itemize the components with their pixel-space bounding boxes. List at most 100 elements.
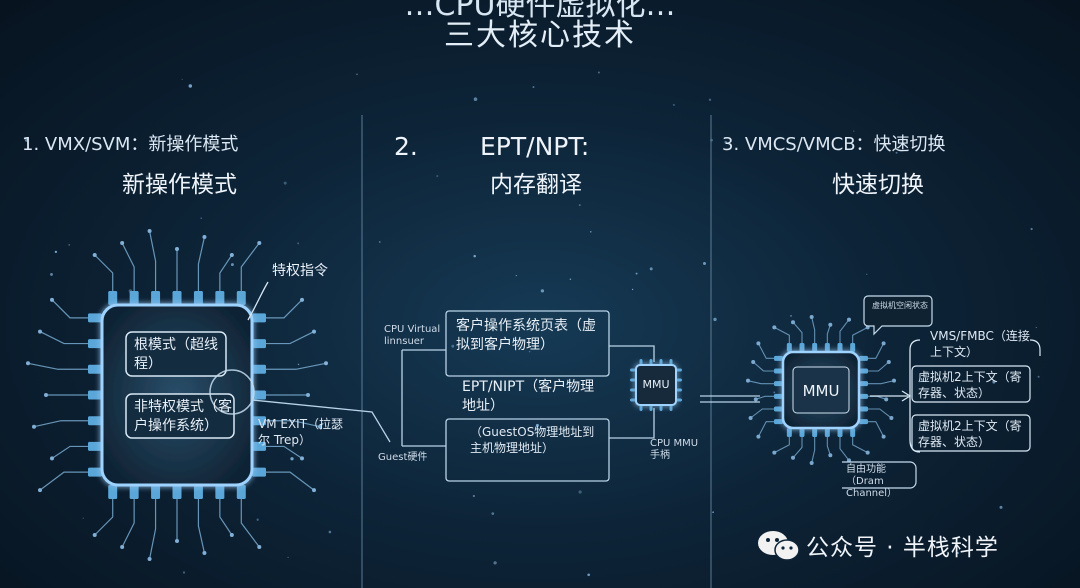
- chip-pin: [786, 343, 792, 352]
- circuit-trace: [755, 395, 774, 400]
- circuit-node: [50, 456, 54, 461]
- circuit-trace: [757, 421, 774, 437]
- chip-pin: [193, 291, 203, 305]
- host-address-label: （GuestOS物理地址到主机物理地址）: [470, 425, 595, 455]
- chip-pin: [236, 291, 246, 305]
- star-dot: [1035, 326, 1037, 329]
- circuit-trace: [852, 437, 868, 454]
- circuit-node: [50, 297, 54, 302]
- star-dot: [672, 103, 675, 106]
- chip-pin: [88, 441, 102, 451]
- chip-medium-traces: [746, 315, 896, 465]
- chip-pin: [774, 393, 783, 399]
- chip-pin: [172, 291, 182, 305]
- chip-pin: [88, 390, 102, 400]
- chip-pin: [108, 291, 118, 305]
- circuit-trace: [51, 299, 88, 319]
- circuit-node: [748, 416, 753, 420]
- chip-pin: [859, 419, 868, 425]
- col1-heading: 1. VMX/SVM：新操作模式: [22, 134, 239, 155]
- chip-pin: [630, 378, 636, 382]
- chip-pin: [676, 378, 682, 382]
- star-dot: [493, 561, 497, 565]
- privileged-instruction-label: 特权指令: [272, 263, 328, 279]
- circuit-node: [312, 488, 316, 493]
- circuit-node: [257, 241, 262, 245]
- circuit-trace: [266, 299, 303, 319]
- chip-pin: [774, 368, 783, 374]
- circuit-trace: [148, 230, 157, 291]
- chip-pin: [151, 291, 161, 305]
- circuit-node: [120, 545, 125, 549]
- star-dot: [515, 274, 517, 277]
- chip-pin: [812, 428, 818, 437]
- chip-pin: [215, 291, 225, 305]
- mmu-medium-label: MMU: [802, 382, 840, 400]
- circuit-node: [318, 424, 322, 429]
- page-title: 三大核心技术: [444, 18, 636, 53]
- circuit-trace: [266, 362, 327, 370]
- chip-pin: [639, 405, 643, 411]
- non-root-mode-label: 非特权模式（客户操作系统）: [134, 399, 232, 434]
- circuit-trace: [94, 254, 114, 291]
- wechat-logo-icon: [758, 531, 800, 561]
- star-dot: [703, 262, 706, 265]
- chip-large-traces: [26, 229, 328, 561]
- star-dot: [472, 494, 476, 498]
- star-dot: [965, 354, 967, 357]
- circuit-trace: [51, 445, 88, 459]
- vm-exit-connector: [251, 399, 391, 443]
- circuit-trace: [39, 331, 88, 345]
- title-top-partial: …CPU硬件虚拟化…: [404, 0, 676, 23]
- root-mode-box: [125, 331, 227, 377]
- star-dot: [356, 73, 358, 75]
- chip-pin: [639, 359, 643, 365]
- circuit-node: [44, 393, 48, 397]
- star-dot: [578, 204, 581, 207]
- star-dot: [532, 86, 535, 89]
- circuit-node: [92, 253, 97, 257]
- star-dot: [54, 250, 58, 254]
- star-dot: [24, 138, 28, 142]
- ept-arrow-top: [609, 345, 655, 362]
- circuit-trace: [27, 362, 88, 370]
- chip-medium-pins: [774, 343, 868, 437]
- chip-pin: [252, 416, 266, 426]
- page-table-label: 客户操作系统页表（虚拟到客户物理）: [456, 318, 596, 353]
- vms-fmbc-label: VMS/FMBC（连接上下文）: [930, 329, 1030, 359]
- circuit-trace: [868, 395, 887, 400]
- circuit-trace: [774, 437, 790, 454]
- star-dot: [773, 391, 776, 394]
- chip-pin: [850, 343, 856, 352]
- star-dot: [712, 511, 714, 514]
- mmu-small-label: MMU: [642, 378, 670, 391]
- bubble-label: 虚拟机空闲状态: [872, 301, 928, 310]
- circuit-node: [229, 253, 234, 257]
- context-close-1: [1029, 339, 1041, 356]
- star-dot: [486, 443, 489, 446]
- circuit-trace: [750, 408, 774, 419]
- star-dot: [491, 346, 495, 350]
- star-dot: [287, 556, 289, 558]
- chip-pin: [88, 467, 102, 477]
- chip-pin: [649, 405, 653, 411]
- col2-heading: EPT/NPT:: [480, 132, 590, 161]
- col2-subheading: 内存翻译: [490, 172, 582, 198]
- chip-pin: [859, 368, 868, 374]
- chip-pin: [837, 343, 843, 352]
- chip-pin: [774, 419, 783, 425]
- circuit-node: [751, 360, 756, 364]
- chip-pin: [850, 428, 856, 437]
- chip-pin: [215, 485, 225, 499]
- host-address-box: [445, 418, 610, 482]
- privilege-arrow: [247, 281, 269, 321]
- chip-pin: [129, 291, 139, 305]
- chip-pin: [786, 428, 792, 437]
- star-dot: [590, 231, 592, 233]
- circuit-node: [791, 320, 795, 325]
- star-dot: [436, 175, 439, 178]
- circuit-trace: [811, 437, 816, 464]
- circuit-trace: [33, 420, 88, 428]
- chip-pin: [812, 343, 818, 352]
